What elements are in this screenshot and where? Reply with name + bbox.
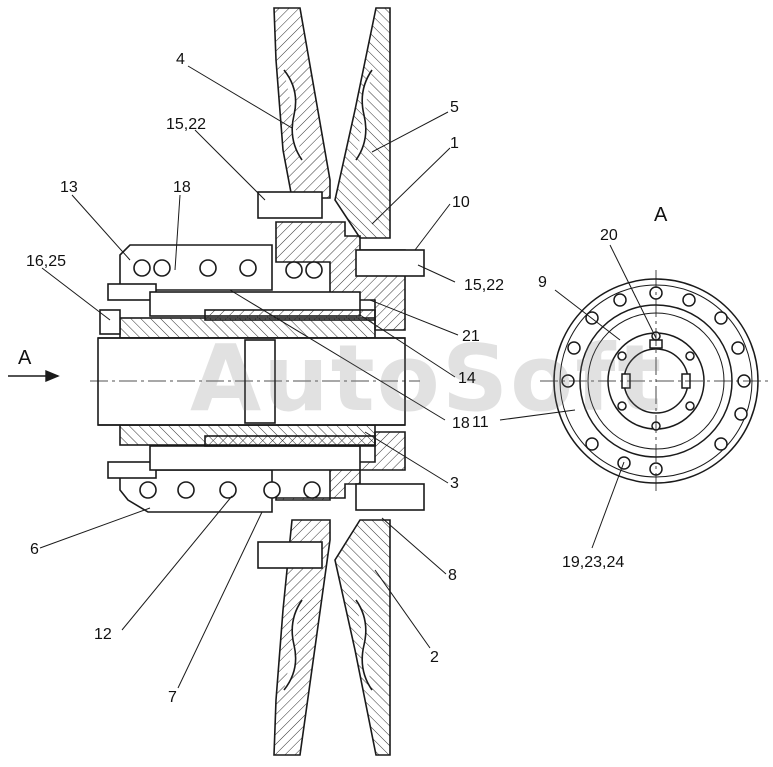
callout-13: 13 <box>60 179 78 196</box>
callout-15-22-top: 15,22 <box>166 116 207 133</box>
callout-3: 3 <box>450 475 459 492</box>
sheave-left-top <box>273 7 331 199</box>
callout-11: 11 <box>472 414 489 431</box>
callout-8: 8 <box>448 567 457 584</box>
callout-18-top: 18 <box>173 179 191 196</box>
hub-body-top <box>119 317 376 339</box>
callout-19-23-24: 19,23,24 <box>562 554 625 571</box>
callout-14: 14 <box>458 370 476 387</box>
sheave-right-top <box>334 7 391 239</box>
callout-2: 2 <box>430 649 439 666</box>
spring-coils-bottom <box>139 481 321 499</box>
hub-flange-top <box>275 221 406 331</box>
callout-1: 1 <box>450 135 459 152</box>
bolt-flange-top <box>355 249 425 277</box>
callout-18-mid: 18 <box>452 415 470 432</box>
bolt-sheave-bottom <box>257 541 323 569</box>
bolt-sheave-top <box>257 191 323 219</box>
callout-21: 21 <box>462 328 480 345</box>
callout-5: 5 <box>450 99 459 116</box>
callout-12: 12 <box>94 626 112 643</box>
callout-7: 7 <box>168 689 177 706</box>
section-view <box>90 7 425 756</box>
bolt-flange-bottom <box>355 483 425 511</box>
end-view-a <box>540 270 770 492</box>
view-direction-arrow <box>8 369 60 383</box>
bolt-left-top <box>107 283 157 301</box>
callout-16-25: 16,25 <box>26 253 67 270</box>
callout-9: 9 <box>538 274 547 291</box>
callout-15-22-right: 15,22 <box>464 277 505 294</box>
view-a-label: A <box>654 204 668 226</box>
bolt-left-nut <box>99 309 121 335</box>
sheave-left-bottom <box>273 519 331 756</box>
callout-10: 10 <box>452 194 470 211</box>
bolt-left-bottom <box>107 461 157 479</box>
callout-20: 20 <box>600 227 618 244</box>
leader-lines <box>39 65 657 689</box>
sheave-right-bottom <box>334 519 391 756</box>
spring-coils-top <box>133 259 323 279</box>
callout-6: 6 <box>30 541 39 558</box>
callout-4: 4 <box>176 51 185 68</box>
sleeve-bottom <box>149 445 361 471</box>
arrow-a-label: A <box>18 347 32 369</box>
